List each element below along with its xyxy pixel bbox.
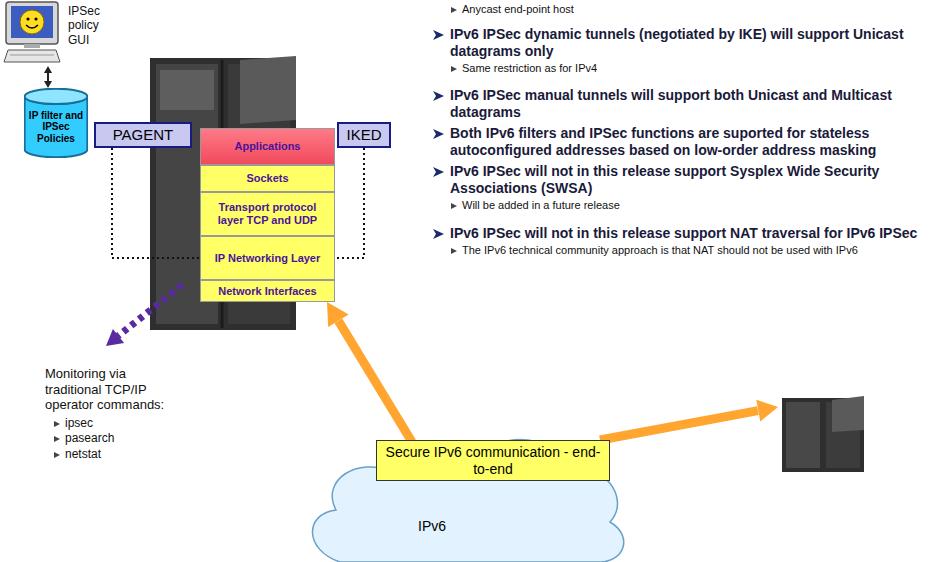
command-name: ipsec [65,416,185,430]
stack-layer: Network Interfaces [200,280,335,302]
connector [335,148,364,258]
bullet-symbol [450,202,458,210]
mainframe-illustration [782,396,864,472]
node-text: IKED [346,126,381,143]
list-item: Anycast end-point host [432,3,938,16]
caption-group: Monitoring via traditional TCP/IP operat… [45,366,185,461]
list-item: IPv6 IPSec will not in this release supp… [432,163,938,197]
command-name: netstat [65,447,185,461]
list-item: ipsec [45,416,185,430]
icon-label: IPSec policy GUI [68,4,120,47]
list-item: Monitoring via traditional TCP/IP operat… [45,366,175,413]
main-bullet: IPv6 IPSec manual tunnels will support b… [450,87,938,121]
sub-bullet: Will be added in a future release [462,199,938,212]
main-bullet: IPv6 IPSec will not in this release supp… [450,225,938,242]
list-item: The IPv6 technical community approach is… [432,244,938,257]
bullet-symbol [53,451,61,459]
monitoring-arrow [106,285,182,346]
node-text: Sockets [246,172,288,185]
bullet-symbol [432,228,445,240]
sub-bullet: The IPv6 technical community approach is… [462,244,938,257]
network-cloud: IPv6 Secure IPv6 communication - end-to-e… [300,418,630,562]
stack-layer: Transport protocol layer TCP and UDP [200,192,335,236]
command-name: pasearch [65,431,185,445]
list-item: IPv6 IPSec manual tunnels will support b… [432,87,938,121]
sub-bullet: Same restriction as for IPv4 [462,62,938,75]
bullet-symbol [450,65,458,73]
list-item: Same restriction as for IPv4 [432,62,938,75]
computer-icon [4,2,60,62]
bullet-symbol [432,166,445,178]
main-bullet: IPv6 IPSec dynamic tunnels (negotiated b… [450,26,938,60]
main-bullet: Both IPv6 filters and IPSec functions ar… [450,125,938,159]
traffic-arrow [600,400,778,440]
list-item: Will be added in a future release [432,199,938,212]
node-text: Applications [234,140,300,153]
bullet-symbol [432,29,445,41]
list-item: Both IPv6 filters and IPSec functions ar… [432,125,938,159]
stack-layer: IP Networking Layer [200,236,335,280]
list-item: IPSec policy GUI [68,4,120,47]
list-item: IPv6 IPSec will not in this release supp… [432,225,938,242]
node-text: IP filter and IPSec Policies [27,110,85,145]
stack-layer: Applications [200,128,335,165]
bullet-symbol [432,90,445,102]
node-text: PAGENT [113,126,174,143]
list-item: netstat [45,447,185,461]
bullet-list: Anycast end-point hostIPv6 IPSec dynamic… [432,3,938,257]
bullet-symbol [450,247,458,255]
message-box: Secure IPv6 communication - end-to-end [376,440,610,481]
connector [112,148,200,258]
stack-layer: Sockets [200,165,335,192]
sub-bullet: Anycast end-point host [462,3,938,16]
agent-box: PAGENT [94,122,192,148]
double-arrow [44,66,52,88]
bullet-symbol [53,435,61,443]
caption-group: IPSec policy GUI [68,4,120,47]
list-item: pasearch [45,431,185,445]
list-item: IPv6 IPSec dynamic tunnels (negotiated b… [432,26,938,60]
agent-box: IKED [337,122,391,148]
database-cylinder: IP filter and IPSec Policies [24,88,88,158]
node-text: Transport protocol layer TCP and UDP [205,201,330,226]
bullet-symbol [432,128,445,140]
note-text: Monitoring via traditional TCP/IP operat… [45,366,175,413]
connector [327,302,412,442]
main-bullet: IPv6 IPSec will not in this release supp… [450,163,938,197]
node-text: IPv6 [418,518,630,534]
bullet-symbol [450,6,458,14]
node-text: Network Interfaces [218,285,316,298]
node-text: Secure IPv6 communication - end-to-end [381,444,605,476]
bullet-symbol [53,420,61,428]
node-text: IP Networking Layer [215,252,321,265]
